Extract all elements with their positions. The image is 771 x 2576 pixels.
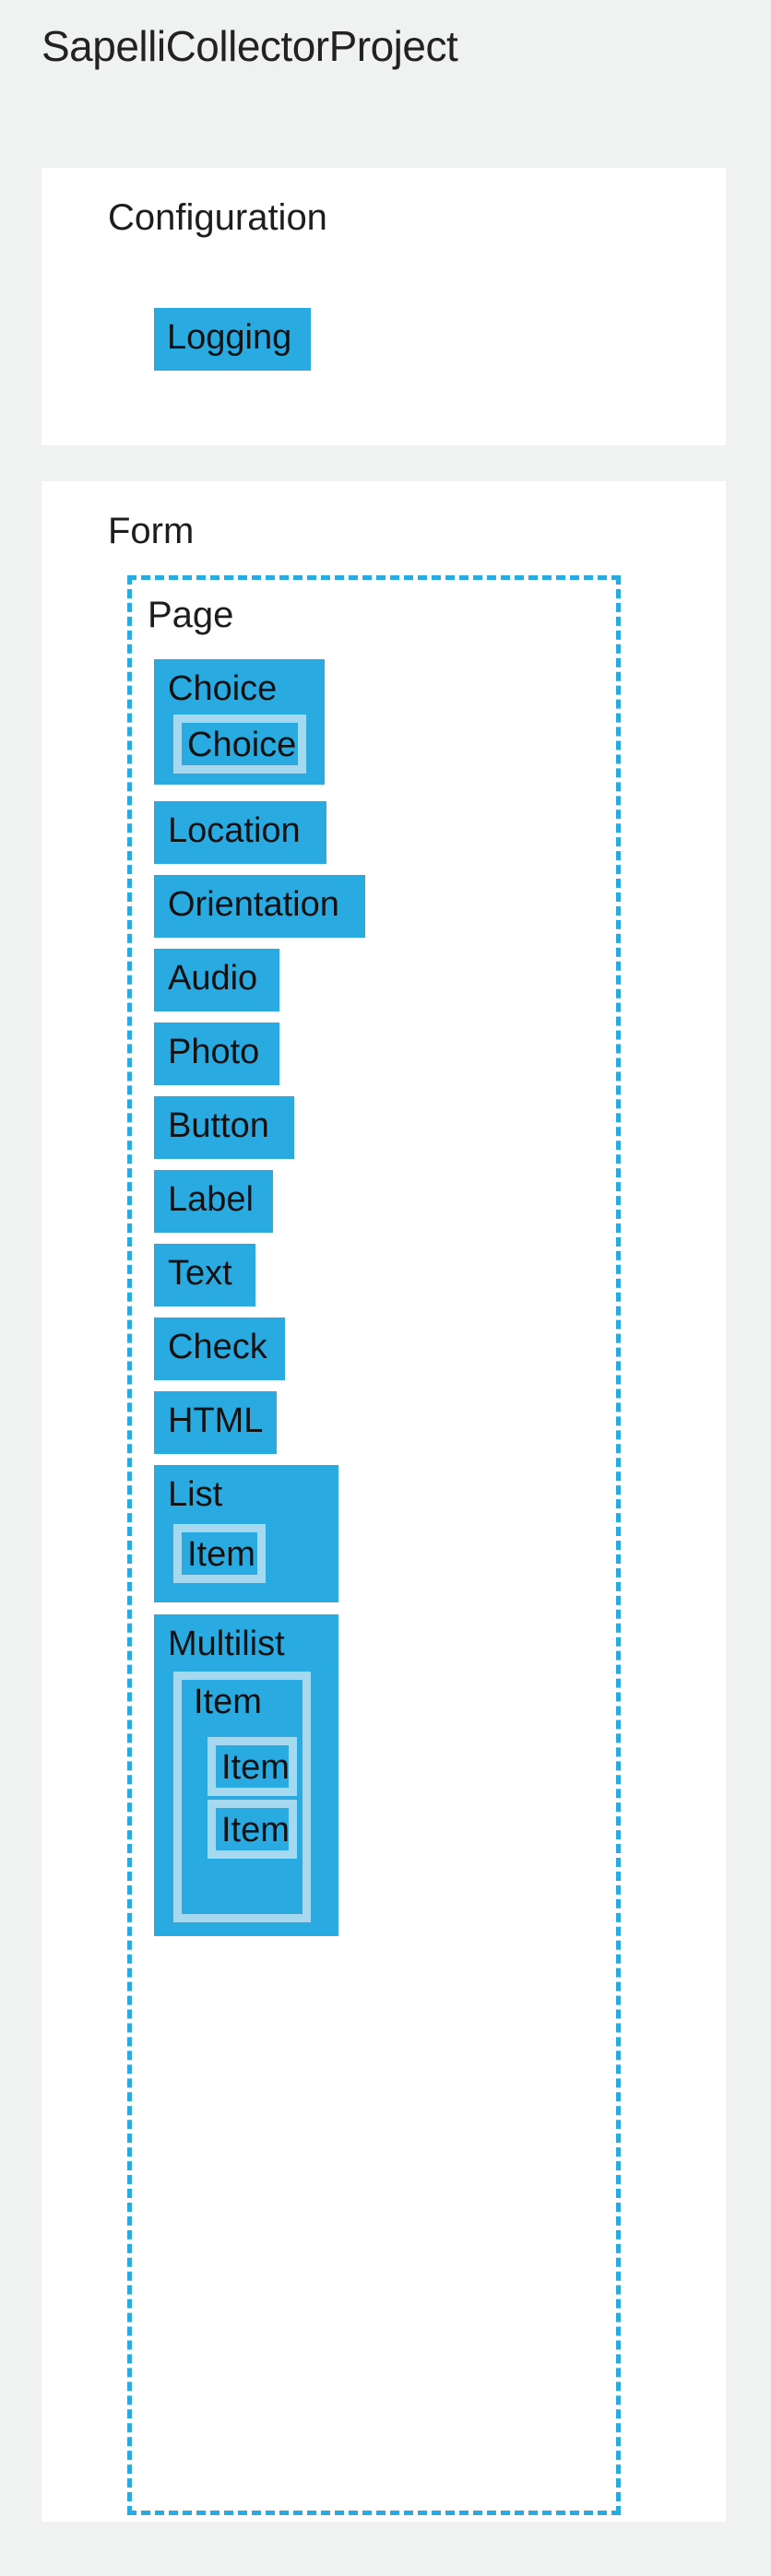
node-button[interactable]: Button — [154, 1096, 294, 1159]
node-choice-child[interactable]: Choice — [173, 715, 306, 774]
node-text[interactable]: Text — [154, 1244, 255, 1306]
node-audio[interactable]: Audio — [154, 949, 279, 1011]
node-check[interactable]: Check — [154, 1318, 285, 1380]
node-photo-label: Photo — [168, 1033, 260, 1071]
node-audio-label: Audio — [168, 959, 258, 998]
node-button-label: Button — [168, 1106, 269, 1145]
node-multilist-label: Multilist — [168, 1625, 285, 1663]
node-multilist-item-label: Item — [194, 1683, 262, 1721]
node-location-label: Location — [168, 811, 301, 850]
node-text-label: Text — [168, 1254, 232, 1293]
configuration-panel: Configuration Logging — [42, 168, 726, 445]
configuration-panel-title: Configuration — [108, 197, 327, 238]
node-choice-child-label: Choice — [187, 726, 297, 764]
node-list[interactable]: List Item — [154, 1465, 338, 1602]
node-check-label: Check — [168, 1328, 267, 1366]
page-container-title: Page — [148, 595, 234, 635]
node-multilist-subitem-1-label: Item — [221, 1748, 290, 1787]
node-multilist-subitem-2-label: Item — [221, 1811, 290, 1849]
node-location[interactable]: Location — [154, 801, 326, 864]
node-logging-label: Logging — [167, 318, 292, 357]
node-multilist-subitem-1[interactable]: Item — [208, 1737, 297, 1796]
node-html[interactable]: HTML — [154, 1391, 277, 1454]
node-label[interactable]: Label — [154, 1170, 273, 1233]
node-list-item-label: Item — [187, 1535, 255, 1574]
node-label-label: Label — [168, 1180, 254, 1219]
page-container[interactable]: Page Choice Choice Location Orientation … — [127, 575, 621, 2515]
node-multilist[interactable]: Multilist Item Item Item — [154, 1614, 338, 1936]
node-logging[interactable]: Logging — [154, 308, 311, 371]
node-html-label: HTML — [168, 1401, 264, 1440]
node-choice[interactable]: Choice Choice — [154, 659, 325, 785]
page-title: SapelliCollectorProject — [42, 22, 458, 70]
node-choice-label: Choice — [168, 669, 278, 708]
node-multilist-subitem-2[interactable]: Item — [208, 1800, 297, 1859]
form-panel-title: Form — [108, 511, 195, 551]
node-multilist-item[interactable]: Item Item Item — [173, 1672, 311, 1922]
node-list-item[interactable]: Item — [173, 1524, 266, 1583]
node-photo[interactable]: Photo — [154, 1022, 279, 1085]
node-orientation[interactable]: Orientation — [154, 875, 365, 938]
node-list-label: List — [168, 1475, 223, 1514]
node-orientation-label: Orientation — [168, 885, 339, 924]
